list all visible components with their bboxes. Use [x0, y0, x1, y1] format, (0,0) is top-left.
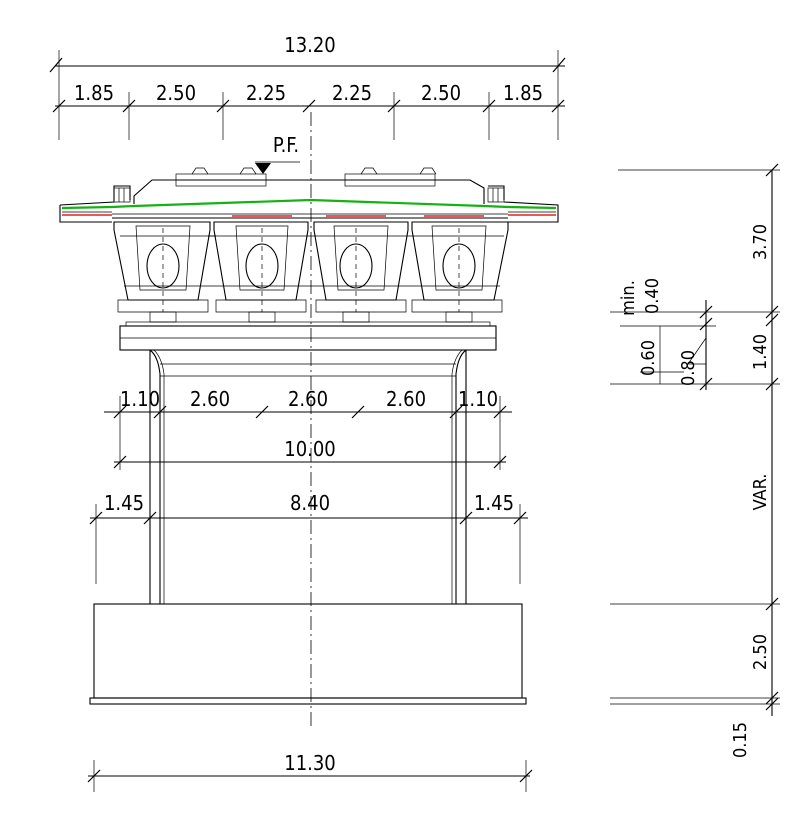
dim-cap-width: 10.00 — [284, 437, 336, 461]
dim-cap-edge-depth: 0.60 — [638, 340, 659, 376]
waterproof-layer — [62, 214, 556, 217]
dim-pier-height: VAR. — [750, 474, 771, 511]
pf-label: P.F. — [273, 133, 299, 157]
footing-dimension — [87, 760, 533, 792]
dim-left-cantilever: 1.85 — [74, 81, 114, 105]
dim-footing-depth: 2.50 — [750, 634, 771, 670]
deck-slab — [59, 167, 559, 223]
dim-left-outer: 2.50 — [156, 81, 196, 105]
piers — [149, 350, 467, 604]
pf-marker — [255, 161, 300, 174]
dim-pier-spacing: 8.40 — [290, 491, 330, 515]
dim-right-cantilever: 1.85 — [503, 81, 543, 105]
dim-min-label: min. — [618, 280, 639, 316]
dim-total-width: 13.20 — [284, 33, 336, 57]
dim-cap-bay-3: 2.60 — [386, 387, 426, 411]
dim-pier-right-offset: 1.45 — [474, 491, 514, 515]
dim-cap-right-edge: 1.10 — [458, 387, 498, 411]
vertical-dimension-chain — [610, 163, 780, 716]
dim-right-inner: 2.25 — [332, 81, 372, 105]
dim-min-value: 0.40 — [642, 278, 663, 314]
beams — [113, 221, 509, 323]
dim-cap-left-edge: 1.10 — [120, 387, 160, 411]
dim-haunch-depth: 0.80 — [678, 350, 699, 386]
dim-right-outer: 2.50 — [421, 81, 461, 105]
pavement-layer — [61, 198, 557, 210]
dim-pier-left-offset: 1.45 — [104, 491, 144, 515]
dim-deck-depth: 3.70 — [750, 224, 771, 260]
dim-footing-width: 11.30 — [284, 751, 336, 775]
dim-blinding-depth: 0.15 — [730, 722, 751, 758]
cap-dimension-chain — [89, 396, 528, 584]
dim-cap-bay-1: 2.60 — [190, 387, 230, 411]
pier-cap — [119, 321, 497, 604]
dim-left-inner: 2.25 — [246, 81, 286, 105]
dim-cap-bay-2: 2.60 — [288, 387, 328, 411]
top-dimension-chains — [49, 50, 566, 140]
dim-cap-depth: 1.40 — [750, 334, 771, 370]
footing — [89, 603, 527, 705]
